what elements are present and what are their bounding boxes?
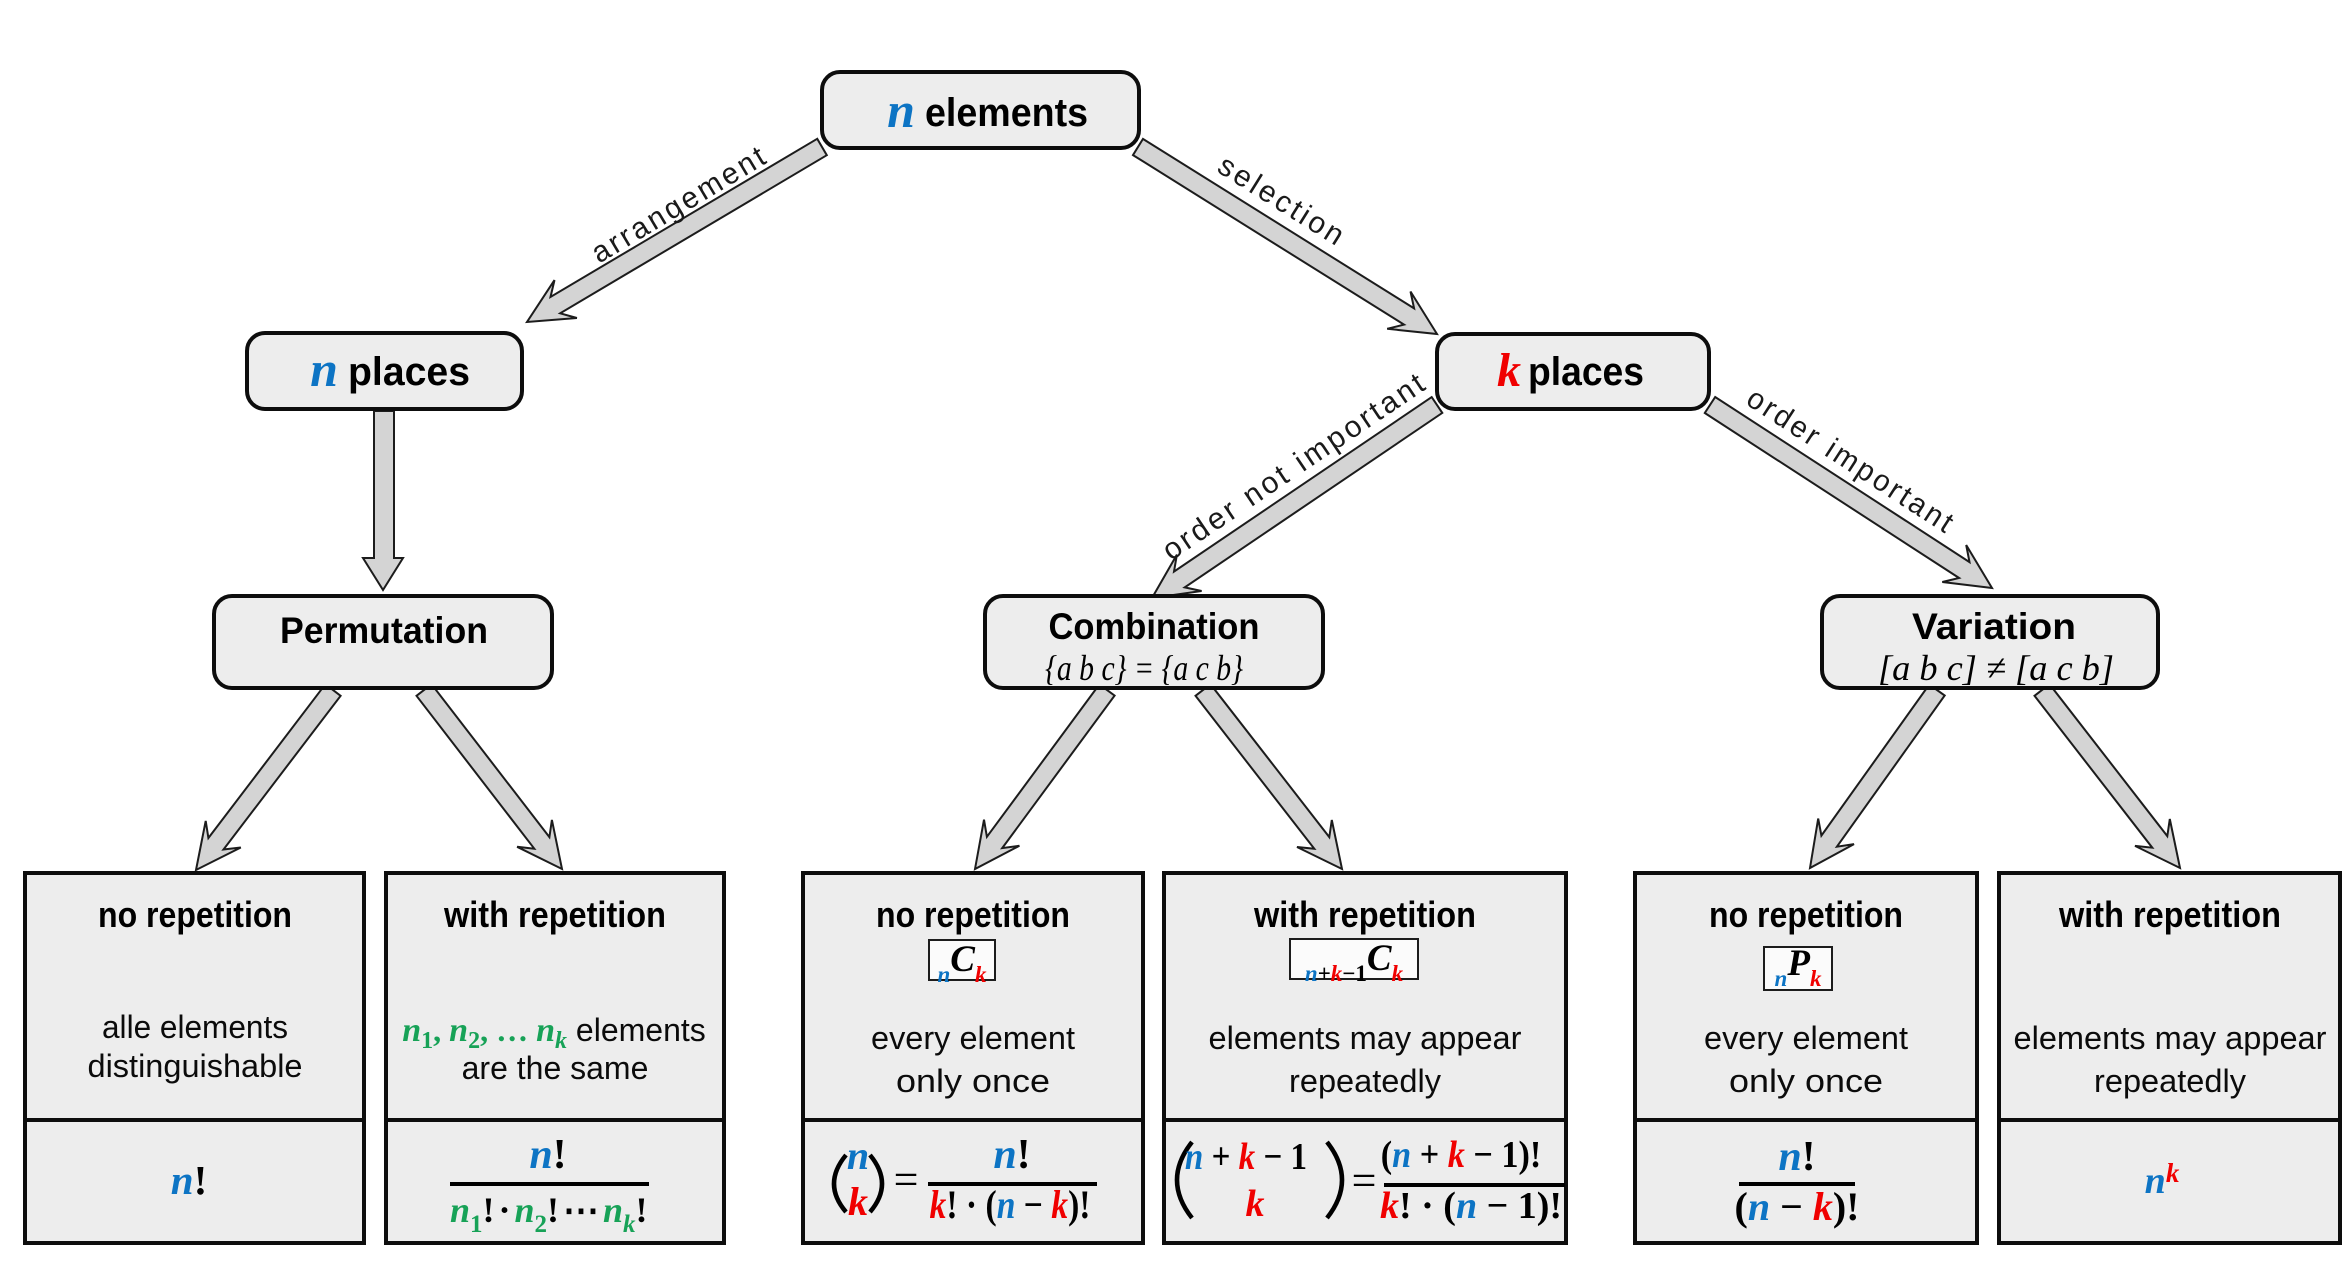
svg-text:every element: every element	[1704, 1020, 1908, 1056]
svg-text:n+k−1Ck: n+k−1Ck	[1305, 938, 1404, 986]
svg-text:k: k	[848, 1179, 868, 1224]
svg-text:n!: n!	[171, 1157, 207, 1203]
svg-text:[a b c] ≠ [a c b]: [a b c] ≠ [a c b]	[1878, 648, 2114, 688]
svg-text:n: n	[310, 341, 338, 397]
svg-text:order important: order important	[1741, 382, 1962, 541]
svg-text:places: places	[1528, 350, 1644, 394]
svg-text:n: n	[887, 82, 915, 138]
svg-text:n!: n!	[1778, 1134, 1815, 1180]
svg-text:elements may appear: elements may appear	[1209, 1020, 1522, 1056]
svg-text:n + k − 1: n + k − 1	[1185, 1135, 1307, 1178]
svg-text:repeatedly: repeatedly	[1289, 1063, 1441, 1099]
svg-text:only once: only once	[896, 1063, 1050, 1099]
svg-text:Combination: Combination	[1049, 606, 1260, 647]
svg-text:k: k	[1246, 1183, 1265, 1225]
svg-text:with repetition: with repetition	[2058, 894, 2281, 935]
svg-text:k! · (n − 1)!: k! · (n − 1)!	[1380, 1185, 1562, 1227]
svg-text:with repetition: with repetition	[1253, 894, 1476, 935]
svg-text:k: k	[1497, 344, 1521, 397]
svg-text:(n − k)!: (n − k)!	[1734, 1184, 1859, 1229]
svg-text:n: n	[847, 1133, 869, 1178]
svg-text:=: =	[894, 1155, 919, 1204]
svg-text:nk: nk	[2145, 1158, 2180, 1202]
svg-text:no repetition: no repetition	[876, 894, 1070, 935]
svg-text:n!: n!	[993, 1132, 1030, 1178]
svg-text:n1!·n2!⋯nk!: n1!·n2!⋯nk!	[450, 1190, 648, 1238]
svg-text:=: =	[1352, 1156, 1377, 1205]
svg-text:distinguishable: distinguishable	[88, 1048, 303, 1084]
svg-text:order not important: order not important	[1156, 365, 1433, 567]
svg-text:Variation: Variation	[1912, 606, 2076, 647]
svg-text:nPk: nPk	[1775, 943, 1822, 991]
svg-text:only once: only once	[1729, 1063, 1883, 1099]
svg-text:elements may appear: elements may appear	[2014, 1020, 2327, 1056]
svg-text:are the same: are the same	[462, 1050, 649, 1086]
svg-text:elements: elements	[925, 91, 1088, 135]
svg-text:nCk: nCk	[938, 939, 987, 987]
svg-text:Permutation: Permutation	[280, 610, 488, 651]
svg-text:n1, n2, … nk elements: n1, n2, … nk elements	[402, 1012, 706, 1054]
svg-text:no repetition: no repetition	[1709, 894, 1903, 935]
svg-text:{a b c} = {a c b}: {a b c} = {a c b}	[1045, 648, 1243, 688]
svg-text:every element: every element	[871, 1020, 1075, 1056]
svg-text:no repetition: no repetition	[98, 894, 292, 935]
svg-text:n!: n!	[529, 1132, 566, 1178]
svg-text:k! · (n − k)!: k! · (n − k)!	[930, 1182, 1091, 1227]
svg-text:repeatedly: repeatedly	[2094, 1063, 2246, 1099]
svg-text:places: places	[348, 350, 470, 394]
svg-text:(n + k − 1)!: (n + k − 1)!	[1381, 1133, 1541, 1175]
svg-text:with repetition: with repetition	[443, 894, 666, 935]
svg-text:alle elements: alle elements	[102, 1009, 288, 1045]
